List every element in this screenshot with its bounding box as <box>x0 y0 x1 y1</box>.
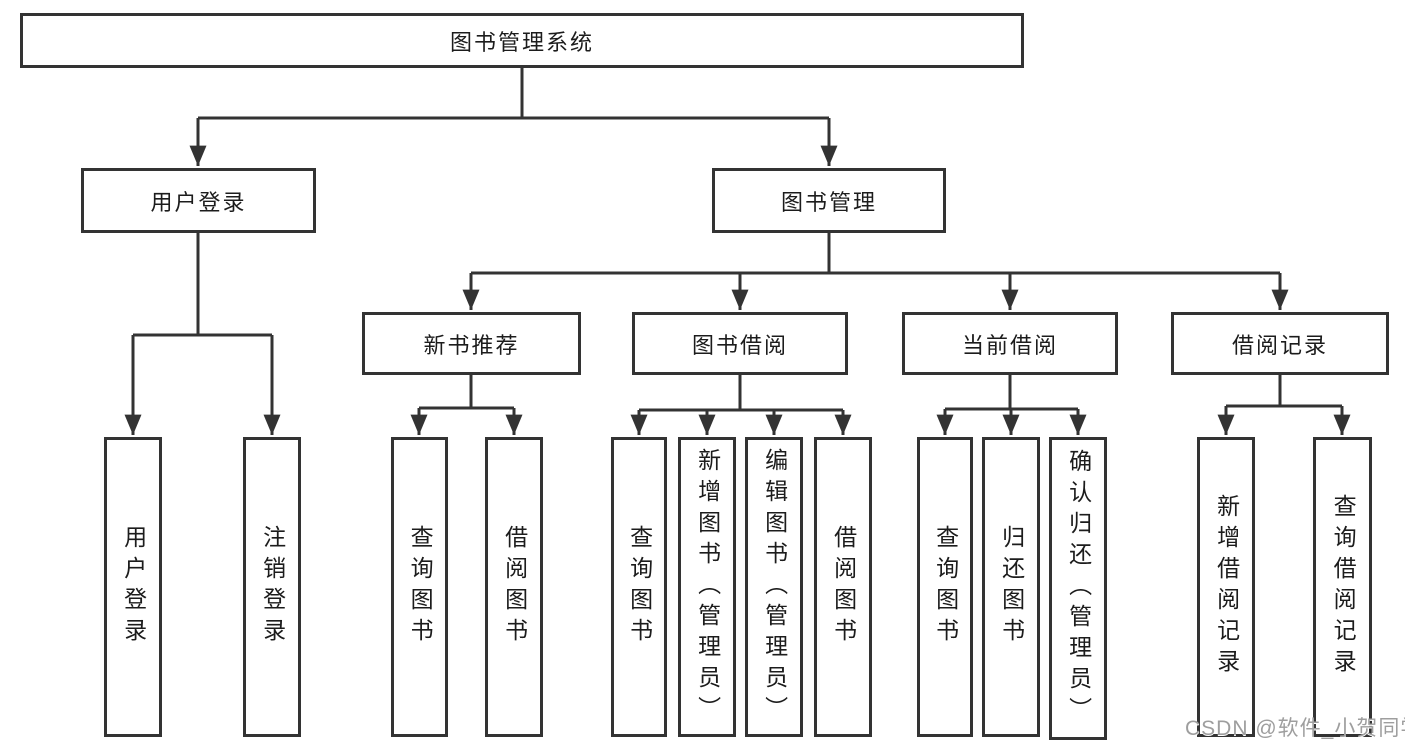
node-label: 查询图书 <box>626 525 653 649</box>
node-label: 借阅图书 <box>501 525 528 649</box>
leaf-query-books-recommend: 查询图书 <box>391 437 448 737</box>
leaf-query-borrow-record: 查询借阅记录 <box>1313 437 1372 737</box>
leaf-user-login: 用户登录 <box>104 437 162 737</box>
node-label: 查询借阅记录 <box>1330 494 1357 680</box>
node-library-system: 图书管理系统 <box>20 13 1024 68</box>
leaf-logout: 注销登录 <box>243 437 301 737</box>
node-new-book-recommend: 新书推荐 <box>362 312 581 375</box>
node-book-management: 图书管理 <box>712 168 946 233</box>
node-label: 查询图书 <box>407 525 434 649</box>
node-label: 确认归还（管理员） <box>1065 449 1092 728</box>
node-label: 图书管理系统 <box>449 29 594 55</box>
leaf-borrow-books: 借阅图书 <box>814 437 872 737</box>
csdn-watermark: CSDN @软件_小贺同学 <box>1185 717 1405 740</box>
node-book-borrowing: 图书借阅 <box>632 312 848 375</box>
leaf-confirm-return-admin: 确认归还（管理员） <box>1049 437 1107 740</box>
leaf-add-borrow-record: 新增借阅记录 <box>1197 437 1255 737</box>
leaf-query-books-borrowing: 查询图书 <box>611 437 667 737</box>
leaf-query-books-current: 查询图书 <box>917 437 973 737</box>
node-label: 注销登录 <box>259 525 286 649</box>
node-label: 用户登录 <box>150 189 247 215</box>
node-label: 编辑图书（管理员） <box>761 447 788 727</box>
node-label: 新增借阅记录 <box>1213 494 1240 680</box>
node-current-borrowing: 当前借阅 <box>902 312 1118 375</box>
node-user-login: 用户登录 <box>81 168 316 233</box>
node-label: 新增图书（管理员） <box>694 447 721 727</box>
leaf-borrow-books-recommend: 借阅图书 <box>485 437 543 737</box>
node-label: 当前借阅 <box>961 332 1058 358</box>
node-label: 查询图书 <box>932 525 959 649</box>
node-label: 归还图书 <box>998 525 1025 649</box>
node-borrowing-records: 借阅记录 <box>1171 312 1389 375</box>
node-label: 借阅图书 <box>830 525 857 649</box>
leaf-return-books: 归还图书 <box>982 437 1040 737</box>
node-label: 借阅记录 <box>1231 332 1328 358</box>
node-label: 新书推荐 <box>423 332 520 358</box>
node-label: 图书借阅 <box>691 332 788 358</box>
leaf-edit-books-admin: 编辑图书（管理员） <box>745 437 803 737</box>
node-label: 图书管理 <box>780 189 877 215</box>
leaf-add-books-admin: 新增图书（管理员） <box>678 437 736 737</box>
node-label: 用户登录 <box>120 525 147 649</box>
